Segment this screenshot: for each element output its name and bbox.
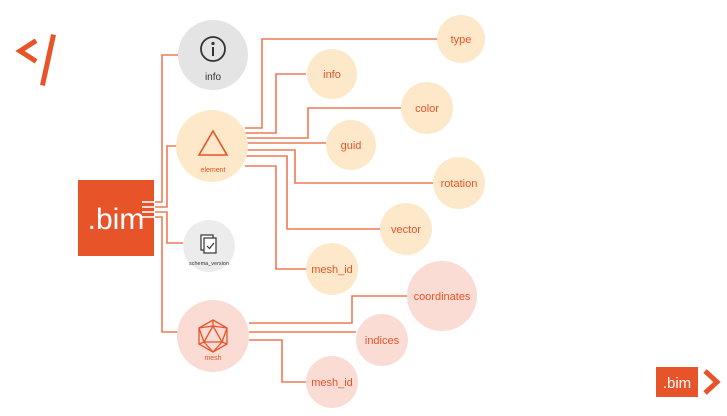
node-label: coordinates — [414, 291, 471, 303]
info-icon — [200, 36, 226, 62]
node-label: info — [205, 72, 222, 83]
node-element: element — [176, 110, 248, 182]
node-mesh-id-element: mesh_id — [306, 243, 358, 295]
node-info: info — [307, 49, 357, 99]
brand-text: .bim — [663, 375, 691, 392]
node-mesh-id-mesh: mesh_id — [306, 356, 358, 408]
node-label: guid — [341, 140, 362, 152]
brand-mark: .bim — [656, 367, 721, 397]
node-label: mesh_id — [311, 377, 353, 389]
icosahedron-icon — [198, 319, 228, 353]
code-slash-icon — [15, 34, 56, 86]
chevron-right-icon — [703, 369, 721, 395]
triangle-icon — [197, 129, 229, 156]
node-vector: vector — [380, 203, 432, 255]
connector-lines — [155, 38, 437, 383]
node-label: color — [415, 103, 439, 115]
node-schema-version: schema_version — [183, 220, 235, 272]
node-guid: guid — [326, 120, 376, 170]
node-label: schema_version — [189, 261, 229, 267]
node-label: mesh_id — [311, 264, 353, 276]
bim-logo-text: .bim — [88, 203, 145, 236]
node-label: rotation — [441, 178, 478, 190]
node-label: indices — [365, 335, 400, 347]
node-color: color — [401, 82, 453, 134]
node-coordinates: coordinates — [407, 261, 477, 331]
node-label: type — [451, 34, 472, 46]
node-type: type — [437, 15, 485, 63]
node-indices: indices — [356, 314, 408, 366]
node-info-top: info — [178, 20, 248, 90]
node-mesh: mesh — [177, 300, 249, 372]
node-rotation: rotation — [433, 157, 485, 209]
document-check-icon — [200, 234, 217, 254]
node-label: vector — [391, 224, 421, 236]
node-label: mesh — [204, 355, 221, 362]
node-label: element — [201, 167, 226, 174]
bim-logo-box: .bim — [78, 180, 155, 256]
node-label: info — [323, 69, 341, 81]
